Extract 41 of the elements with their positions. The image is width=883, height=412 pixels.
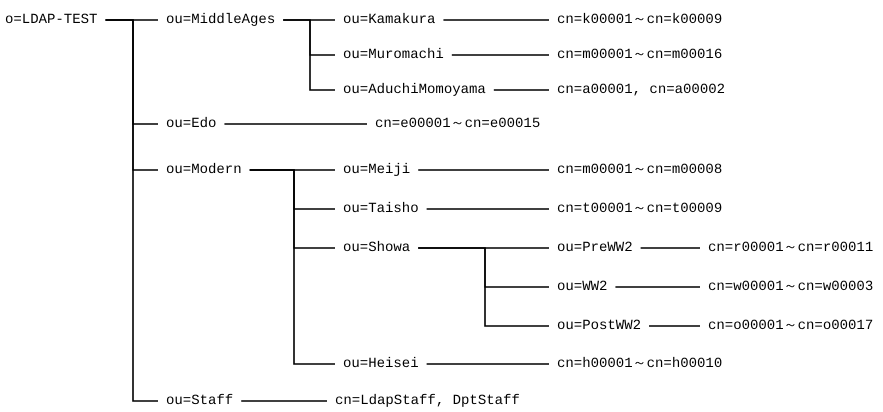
directory-entry-label: ou=WW2 — [557, 279, 608, 295]
directory-entry-label: ou=Kamakura — [343, 12, 436, 28]
directory-entry-label: cn=h00001～cn=h00010 — [557, 356, 722, 372]
directory-entry-label: ou=Muromachi — [343, 47, 444, 63]
connector-line — [250, 169, 335, 365]
directory-entry-label: cn=LdapStaff, DptStaff — [335, 393, 520, 409]
connector-line — [443, 19, 549, 21]
directory-entry-label: cn=m00001～cn=m00008 — [557, 162, 722, 178]
directory-entry-label: ou=Heisei — [343, 356, 419, 372]
connector-line — [241, 400, 327, 402]
connector-line — [418, 169, 549, 171]
connector-line — [494, 89, 549, 91]
connector-line — [649, 325, 700, 327]
connector-line — [105, 19, 158, 402]
directory-entry-label: cn=e00001～cn=e00015 — [375, 116, 540, 132]
connector-line — [224, 123, 367, 125]
directory-entry-label: ou=Showa — [343, 240, 410, 256]
directory-entry-label: ou=MiddleAges — [166, 12, 276, 28]
connector-line — [283, 19, 335, 91]
directory-entry-label: cn=k00001～cn=k00009 — [557, 12, 722, 28]
directory-entry-label: ou=PreWW2 — [557, 240, 633, 256]
directory-entry-label: cn=a00001, cn=a00002 — [557, 82, 726, 98]
directory-entry-label: ou=Meiji — [343, 162, 410, 178]
directory-entry-label: cn=o00001～cn=o00017 — [708, 318, 874, 334]
connector-line — [426, 208, 549, 210]
directory-entry-label: ou=Taisho — [343, 201, 419, 217]
directory-entry-label: cn=w00001～cn=w00003 — [708, 279, 874, 295]
connector-line — [640, 247, 700, 249]
directory-entry-label: ou=Modern — [166, 162, 242, 178]
directory-entry-label: ou=Staff — [166, 393, 234, 409]
directory-entry-label: o=LDAP-TEST — [5, 12, 98, 28]
connector-line — [426, 363, 549, 365]
directory-entry-label: cn=m00001～cn=m00016 — [557, 47, 722, 63]
connector-line — [418, 247, 549, 327]
directory-entry-label: ou=Edo — [166, 116, 216, 132]
directory-entry-label: ou=PostWW2 — [557, 318, 642, 334]
connector-line — [615, 286, 700, 288]
directory-entry-label: cn=r00001～cn=r00011 — [708, 240, 874, 256]
directory-entry-label: cn=t00001～cn=t00009 — [557, 201, 722, 217]
connector-line — [452, 54, 549, 56]
directory-entry-label: ou=AduchiMomoyama — [343, 82, 486, 98]
